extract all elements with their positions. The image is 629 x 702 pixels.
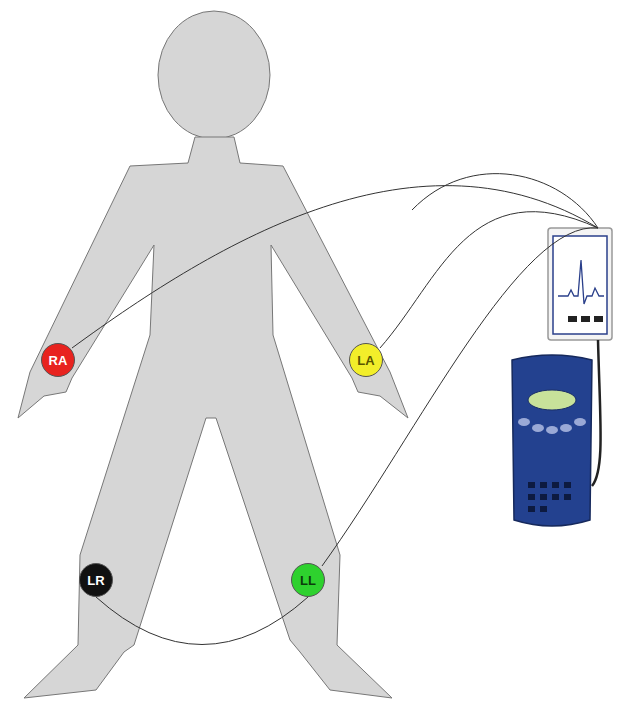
meter-sockets	[528, 482, 571, 512]
meter-display	[528, 390, 576, 410]
handheld-meter	[512, 355, 592, 526]
device-cable	[592, 340, 601, 486]
sensor-switch	[594, 316, 603, 322]
ecg-sensor-box	[548, 228, 612, 340]
electrode-ra: RA	[41, 343, 75, 377]
electrode-label: LA	[357, 354, 374, 367]
body-silhouette	[18, 137, 408, 698]
sensor-switch	[581, 316, 590, 322]
sensor-face	[553, 236, 607, 334]
electrode-label: LR	[87, 574, 104, 587]
head	[158, 11, 270, 139]
electrode-label: RA	[49, 354, 68, 367]
electrode-lr: LR	[79, 563, 113, 597]
lead-wire	[96, 597, 308, 645]
sensor-switch	[568, 316, 577, 322]
lead-wires	[72, 174, 598, 566]
electrode-ll: LL	[291, 563, 325, 597]
ecg-trace	[558, 260, 604, 304]
meter-buttons	[518, 418, 586, 434]
electrode-la: LA	[349, 343, 383, 377]
electrode-label: LL	[300, 574, 316, 587]
